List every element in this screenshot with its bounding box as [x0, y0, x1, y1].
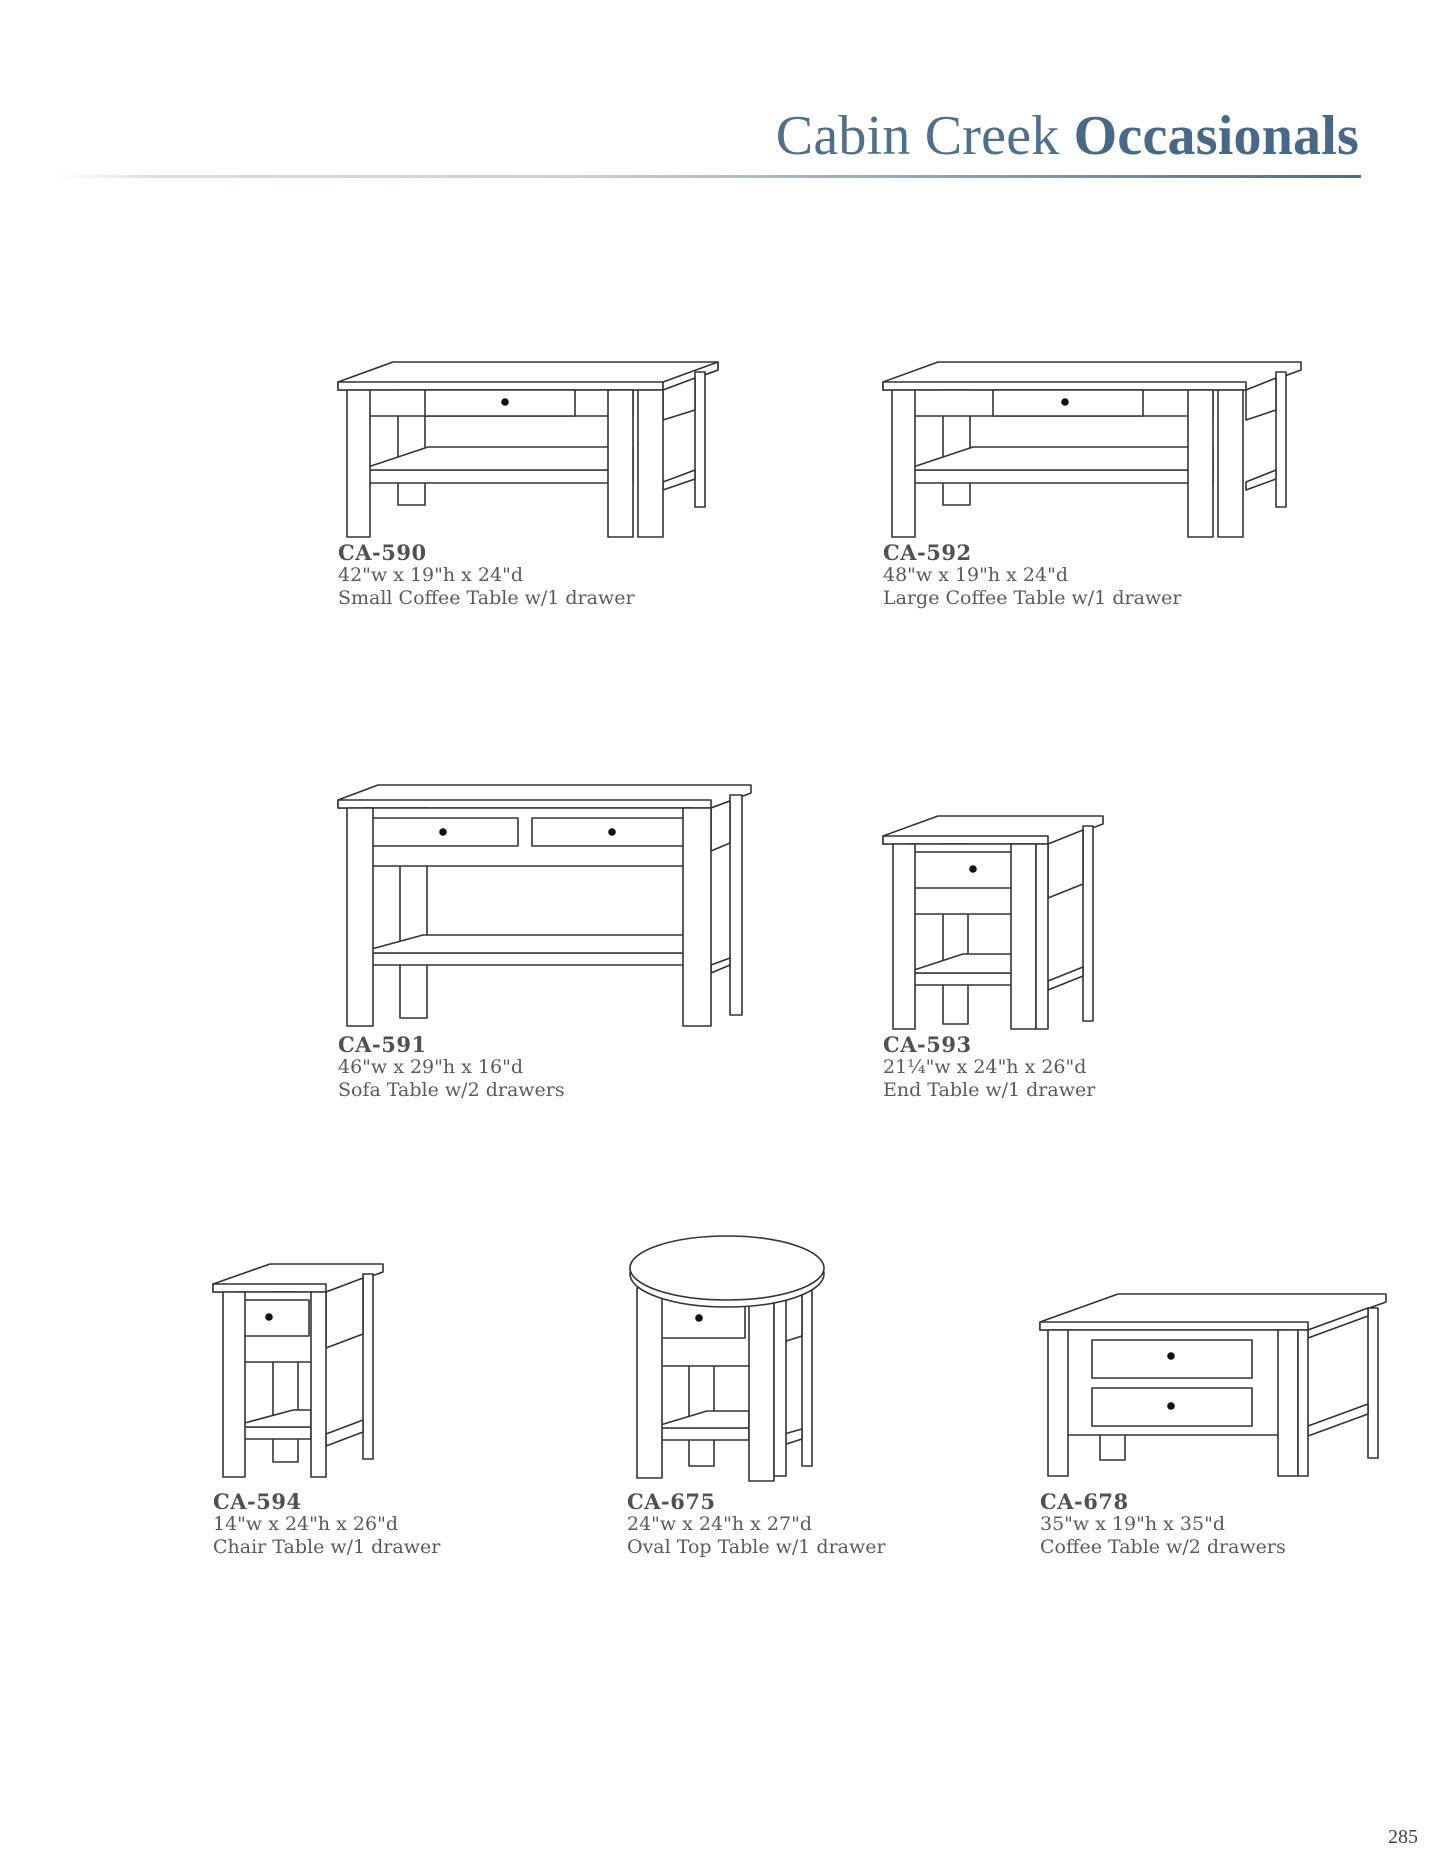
product-description: Sofa Table w/2 drawers — [338, 1079, 565, 1101]
end-table-drawing — [882, 815, 1104, 1030]
product-sku: CA-675 — [627, 1489, 716, 1514]
product-ca-592 — [882, 361, 1303, 542]
product-label: CA-592 48"w x 19"h x 24"d Large Coffee T… — [883, 541, 1181, 610]
product-description: End Table w/1 drawer — [883, 1079, 1096, 1101]
product-description: Oval Top Table w/1 drawer — [627, 1536, 886, 1558]
product-label: CA-593 21¼"w x 24"h x 26"d End Table w/1… — [883, 1033, 1095, 1102]
product-dimensions: 24"w x 24"h x 27"d — [627, 1513, 812, 1535]
product-sku: CA-594 — [213, 1489, 302, 1514]
square-coffee-table-drawing — [1039, 1293, 1387, 1477]
product-dimensions: 35"w x 19"h x 35"d — [1040, 1513, 1225, 1535]
product-description: Small Coffee Table w/1 drawer — [338, 587, 635, 609]
product-ca-678 — [1039, 1293, 1390, 1479]
product-description: Large Coffee Table w/1 drawer — [883, 587, 1182, 609]
product-sku: CA-678 — [1040, 1489, 1129, 1514]
sofa-table-drawing — [337, 784, 752, 1027]
page-number: 285 — [1388, 1826, 1418, 1848]
product-label: CA-675 24"w x 24"h x 27"d Oval Top Table… — [627, 1490, 886, 1559]
product-ca-675 — [627, 1235, 827, 1482]
product-description: Chair Table w/1 drawer — [213, 1536, 441, 1558]
product-label: CA-678 35"w x 19"h x 35"d Coffee Table w… — [1040, 1490, 1286, 1559]
product-dimensions: 14"w x 24"h x 26"d — [213, 1513, 398, 1535]
product-sku: CA-592 — [883, 540, 972, 565]
oval-top-table-drawing — [629, 1235, 825, 1482]
product-dimensions: 21¼"w x 24"h x 26"d — [883, 1056, 1087, 1078]
product-sku: CA-591 — [338, 1032, 427, 1057]
product-label: CA-591 46"w x 29"h x 16"d Sofa Table w/2… — [338, 1033, 565, 1102]
product-label: CA-590 42"w x 19"h x 24"d Small Coffee T… — [338, 541, 635, 610]
product-ca-593 — [882, 815, 1105, 1031]
product-sku: CA-590 — [338, 540, 427, 565]
large-coffee-table-drawing — [882, 361, 1302, 538]
product-ca-591 — [337, 784, 753, 1030]
small-coffee-table-drawing — [337, 361, 719, 538]
product-ca-594 — [212, 1263, 385, 1479]
page-title: Cabin Creek Occasionals — [776, 104, 1359, 168]
title-bold: Occasionals — [1073, 105, 1359, 167]
title-light: Cabin Creek — [775, 105, 1060, 167]
product-description: Coffee Table w/2 drawers — [1040, 1536, 1286, 1558]
product-dimensions: 46"w x 29"h x 16"d — [338, 1056, 523, 1078]
product-dimensions: 42"w x 19"h x 24"d — [338, 564, 523, 586]
product-ca-590 — [337, 361, 723, 542]
product-label: CA-594 14"w x 24"h x 26"d Chair Table w/… — [213, 1490, 440, 1559]
product-sku: CA-593 — [883, 1032, 972, 1057]
product-dimensions: 48"w x 19"h x 24"d — [883, 564, 1068, 586]
header-rule — [55, 175, 1361, 178]
chair-table-drawing — [212, 1263, 384, 1478]
